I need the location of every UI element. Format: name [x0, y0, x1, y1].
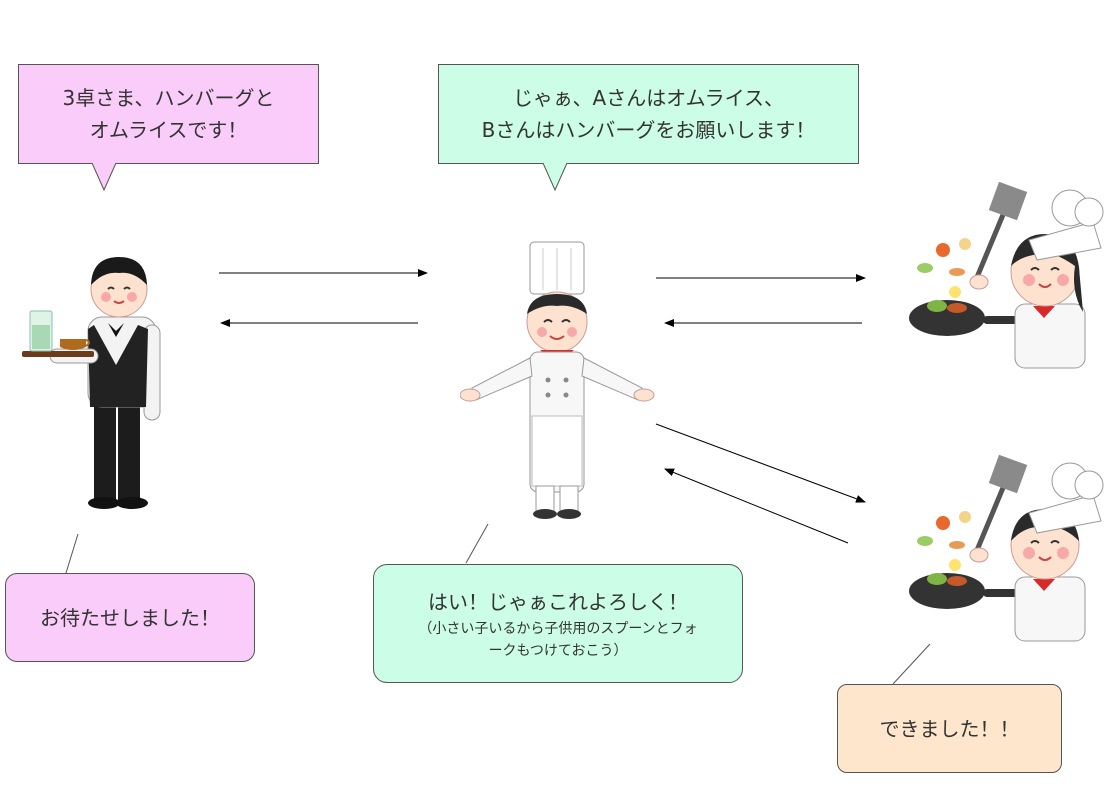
- bubble-waiter-done: お待たせしました！: [5, 573, 255, 662]
- waiter-illustration: [22, 257, 161, 509]
- bubble-text-line: はい！じゃぁこれよろしく！: [428, 589, 688, 614]
- bubble-text: できました！！: [879, 716, 1020, 741]
- cook-a-illustration: [909, 182, 1104, 369]
- bubble-text-line: 3卓さま、ハンバーグと: [62, 86, 275, 110]
- callout-tail-cook: [892, 643, 931, 685]
- bubble-cooks-done: できました！！: [837, 684, 1062, 773]
- bubble-text: お待たせしました！: [40, 605, 220, 630]
- cook-b-illustration: [909, 455, 1104, 642]
- arrow-cook-b-to-chef: [664, 468, 849, 544]
- bubble-chef-assign: じゃぁ、Aさんはオムライス、 Bさんはハンバーグをお願いします！: [438, 64, 859, 164]
- bubble-chef-reply: はい！じゃぁこれよろしく！ （小さい子いるから子供用のスプーンとフォ ークもつけ…: [373, 564, 743, 683]
- bubble-subtext-line: ークもつけておこう）: [488, 642, 628, 659]
- bubble-text-line: じゃぁ、Aさんはオムライス、: [512, 86, 785, 110]
- bubble-text-line: Bさんはハンバーグをお願いします！: [481, 118, 816, 142]
- bubble-text-line: オムライスです！: [89, 118, 248, 142]
- callout-tail-chef: [465, 523, 489, 564]
- head-chef-illustration: [460, 241, 655, 519]
- callout-tail-waiter: [65, 533, 79, 574]
- bubble-subtext-line: （小さい子いるから子供用のスプーンとフォ: [418, 620, 698, 637]
- bubble-waiter-order: 3卓さま、ハンバーグと オムライスです！: [18, 64, 319, 164]
- arrow-chef-to-cook-b: [655, 423, 866, 503]
